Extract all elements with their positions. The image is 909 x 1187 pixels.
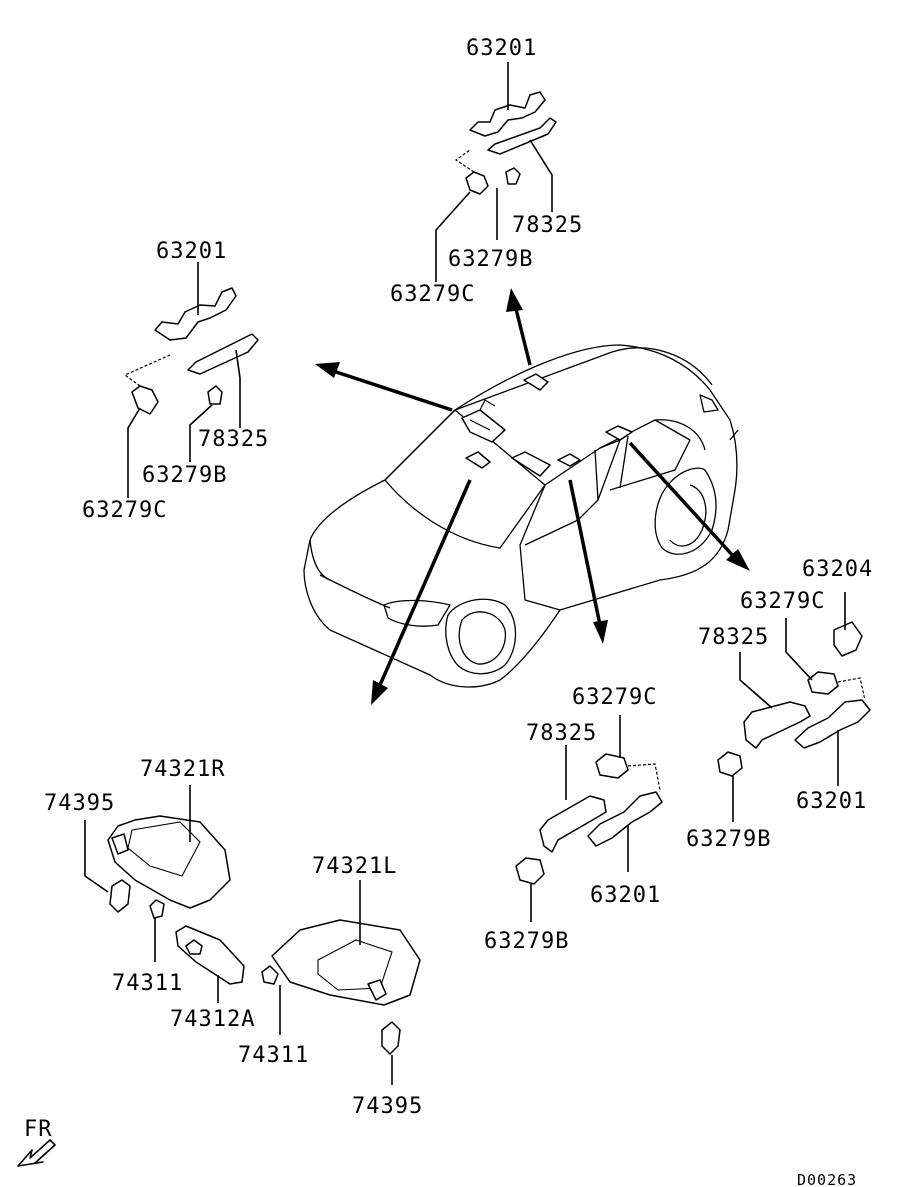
- label-left-63279C: 63279C: [82, 498, 167, 523]
- clip-63279B-right: [717, 751, 743, 777]
- arrowhead-left: [315, 362, 340, 378]
- middle-assist-grip-group: [515, 715, 663, 922]
- right-assist-grip-group: [717, 592, 871, 822]
- bracket-63201-right: [794, 699, 871, 749]
- clip-63279B-top: [505, 167, 521, 185]
- label-top-63201: 63201: [466, 36, 537, 61]
- arrowhead-right: [726, 549, 750, 571]
- label-left-63201: 63201: [156, 239, 227, 264]
- clip-63279B-left: [207, 385, 223, 405]
- label-visor-74395-bottom: 74395: [352, 1094, 423, 1119]
- label-top-63279C: 63279C: [390, 282, 475, 307]
- visor-74321R: [107, 815, 231, 909]
- clip-63279C-right: [807, 671, 839, 695]
- cover-63204: [833, 621, 863, 657]
- bracket-63201-left: [154, 287, 237, 341]
- vanity-lamp-74312A: [175, 925, 245, 985]
- arrowhead-mid: [593, 620, 608, 644]
- grip-handle-78325-left: [187, 333, 259, 375]
- label-left-63279B: 63279B: [142, 463, 227, 488]
- label-mid-63279B: 63279B: [484, 929, 569, 954]
- clip-63279C-top: [465, 171, 489, 195]
- top-assist-grip-group: [435, 62, 557, 282]
- orientation-marker: FR: [17, 1117, 56, 1167]
- sun-visor-group: [84, 785, 421, 1085]
- label-mid-63279C: 63279C: [572, 685, 657, 710]
- bracket-63201-top: [469, 91, 546, 137]
- label-right-78325: 78325: [698, 625, 769, 650]
- label-top-63279B: 63279B: [448, 247, 533, 272]
- label-right-63204: 63204: [802, 557, 873, 582]
- label-right-63279B: 63279B: [686, 827, 771, 852]
- left-assist-grip-group: [123, 262, 259, 498]
- screw-74395-left: [109, 879, 131, 913]
- label-visor-74395-left: 74395: [44, 791, 115, 816]
- bracket-63201-mid: [587, 791, 663, 847]
- label-right-63279C: 63279C: [740, 589, 825, 614]
- clip-63279C-mid: [595, 753, 629, 779]
- clip-63279C-left: [131, 385, 159, 415]
- holder-74311-right: [261, 965, 279, 985]
- vehicle-illustration: [303, 344, 739, 688]
- label-visor-74321R: 74321R: [140, 757, 225, 782]
- grip-handle-78325-top: [487, 117, 557, 155]
- label-right-63201: 63201: [796, 789, 867, 814]
- arrowhead-top: [506, 288, 523, 312]
- label-visor-74312A: 74312A: [170, 1007, 255, 1032]
- label-visor-74311-left: 74311: [112, 971, 183, 996]
- label-top-78325: 78325: [512, 213, 583, 238]
- label-visor-74321L: 74321L: [312, 854, 397, 879]
- arrowhead-visor: [371, 680, 388, 705]
- grip-handle-78325-mid: [539, 795, 607, 853]
- fr-arrow-icon: [17, 1139, 56, 1167]
- screw-74395-bottom: [381, 1021, 401, 1055]
- label-left-78325: 78325: [198, 427, 269, 452]
- label-mid-78325: 78325: [526, 721, 597, 746]
- part-labels: 63201 78325 63279B 63279C 63201 78325 63…: [44, 36, 873, 1119]
- clip-63279B-mid: [515, 857, 545, 885]
- visor-74321L: [271, 919, 421, 1006]
- diagram-code: D00263: [797, 1171, 857, 1187]
- label-visor-74311-right: 74311: [238, 1043, 309, 1068]
- callout-arrows: [315, 288, 750, 705]
- holder-74311-left: [149, 899, 165, 919]
- label-mid-63201: 63201: [590, 883, 661, 908]
- orientation-label: FR: [24, 1117, 53, 1142]
